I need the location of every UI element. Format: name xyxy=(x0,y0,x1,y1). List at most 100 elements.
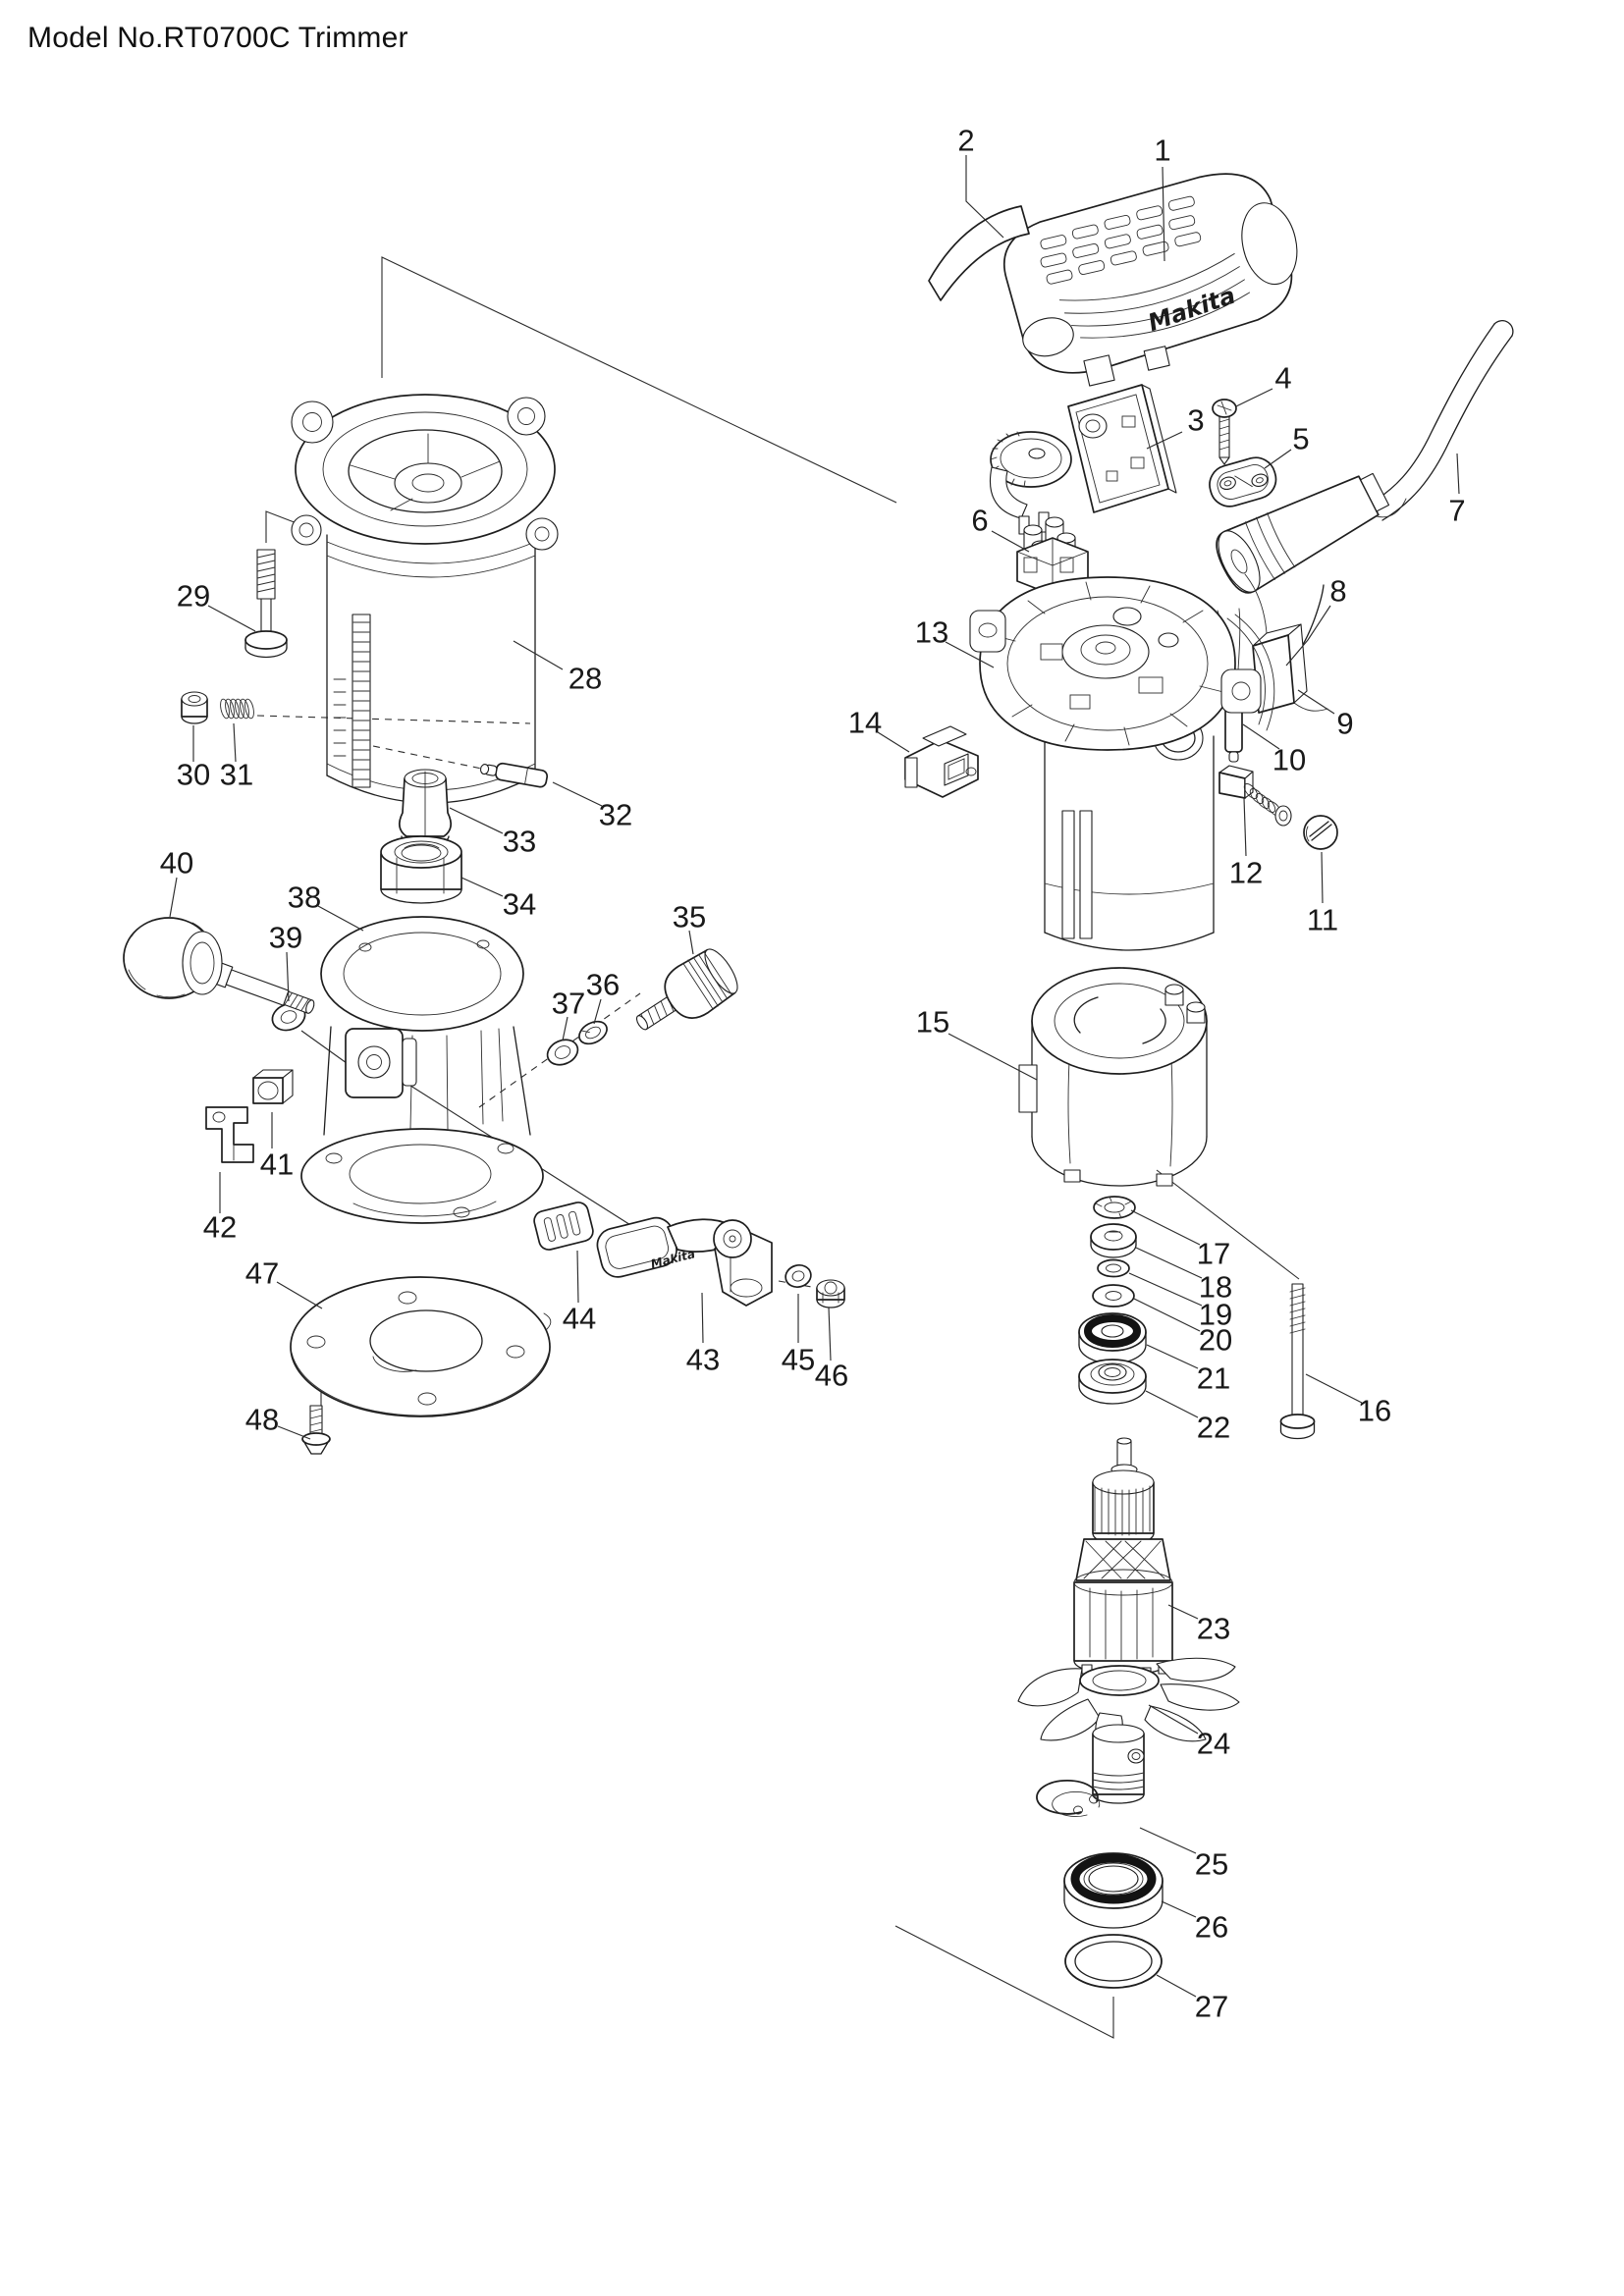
part-number-label-25: 25 xyxy=(1195,1847,1228,1882)
part-number-label-43: 43 xyxy=(686,1343,720,1377)
part-44-grip-button xyxy=(533,1201,594,1251)
part-number-label-16: 16 xyxy=(1358,1394,1391,1428)
leader-line-12 xyxy=(1243,797,1247,857)
leader-line-23 xyxy=(1167,1604,1199,1620)
part-number-label-21: 21 xyxy=(1197,1362,1230,1396)
part-19-washer xyxy=(1097,1258,1130,1278)
part-number-label-42: 42 xyxy=(203,1210,237,1245)
part-5-cord-clamp xyxy=(1209,456,1277,507)
part-7-power-cord xyxy=(1216,320,1514,594)
part-number-label-31: 31 xyxy=(220,758,253,792)
part-45-washer xyxy=(785,1264,812,1288)
part-number-label-9: 9 xyxy=(1336,707,1353,741)
leader-line-32 xyxy=(552,781,603,807)
leader-line-29 xyxy=(207,605,256,632)
leader-line-25 xyxy=(1139,1827,1197,1854)
part-number-label-24: 24 xyxy=(1197,1727,1230,1761)
part-number-label-23: 23 xyxy=(1197,1612,1230,1646)
part-27-o-ring xyxy=(1064,1934,1163,1989)
assembly-line-7 xyxy=(300,1030,348,1064)
part-43-clamp-lever: Makita xyxy=(596,1216,773,1307)
leader-line-47 xyxy=(276,1281,323,1309)
part-number-label-4: 4 xyxy=(1274,361,1291,396)
part-16-screw-long xyxy=(1279,1283,1316,1440)
part-17-lock-washer xyxy=(1093,1196,1136,1219)
leader-line-46 xyxy=(828,1307,832,1362)
part-number-label-17: 17 xyxy=(1197,1237,1230,1271)
part-number-label-11: 11 xyxy=(1307,903,1338,937)
part-31-compression-spring xyxy=(220,698,254,720)
part-number-label-38: 38 xyxy=(288,881,321,915)
leader-line-11 xyxy=(1321,851,1324,904)
leader-line-8 xyxy=(1285,605,1331,667)
assembly-line-9 xyxy=(372,745,497,773)
part-13-motor-housing xyxy=(969,576,1275,951)
part-21-ball-bearing xyxy=(1078,1312,1147,1364)
part-number-label-26: 26 xyxy=(1195,1910,1228,1945)
leader-line-6 xyxy=(991,530,1030,553)
part-number-label-35: 35 xyxy=(673,900,706,934)
leader-line-19 xyxy=(1128,1272,1203,1307)
armature-spindle xyxy=(1092,1724,1145,1804)
part-36-spring-washer xyxy=(578,1020,608,1045)
part-number-label-41: 41 xyxy=(260,1148,294,1182)
part-number-label-2: 2 xyxy=(957,124,974,158)
part-20-flat-washer xyxy=(1092,1284,1135,1308)
part-11-brush-cap xyxy=(1303,815,1338,850)
leader-line-48 xyxy=(277,1425,311,1440)
part-number-label-32: 32 xyxy=(599,798,632,832)
leader-line-35 xyxy=(688,930,694,955)
leader-line-38 xyxy=(317,905,364,932)
leader-line-22 xyxy=(1145,1390,1199,1418)
leader-line-33 xyxy=(449,807,504,834)
part-number-label-22: 22 xyxy=(1197,1411,1230,1445)
part-42-hook-bracket xyxy=(205,1106,254,1163)
part-number-label-8: 8 xyxy=(1329,574,1346,609)
part-32-pin xyxy=(479,762,549,788)
part-33-collet-cone xyxy=(398,769,453,846)
part-34-collet-nut xyxy=(380,835,462,904)
leader-line-36 xyxy=(593,998,602,1025)
part-number-label-12: 12 xyxy=(1229,856,1263,890)
part-number-label-18: 18 xyxy=(1199,1270,1232,1305)
speed-dial xyxy=(990,431,1072,535)
leader-line-39 xyxy=(286,951,290,1002)
part-12-carbon-brush xyxy=(1218,765,1292,827)
leader-line-17 xyxy=(1130,1209,1201,1246)
part-number-label-19: 19 xyxy=(1199,1298,1232,1332)
leader-line-7 xyxy=(1456,453,1460,495)
assembly-line-8 xyxy=(256,715,531,724)
part-number-label-46: 46 xyxy=(815,1359,848,1393)
leader-line-27 xyxy=(1156,1974,1197,1998)
part-number-label-7: 7 xyxy=(1448,494,1465,528)
part-number-label-33: 33 xyxy=(503,825,536,859)
leader-line-21 xyxy=(1146,1344,1199,1369)
leader-line-43 xyxy=(701,1292,704,1344)
part-number-label-27: 27 xyxy=(1195,1990,1228,2024)
part-number-label-13: 13 xyxy=(915,615,948,650)
leader-line-10 xyxy=(1242,723,1280,750)
part-46-hex-nut xyxy=(816,1279,845,1308)
part-35-thumb-screw xyxy=(635,948,738,1031)
part-28-motor-base-housing xyxy=(291,394,559,804)
assembly-line-1 xyxy=(381,256,897,504)
part-18-spacer xyxy=(1090,1223,1137,1258)
part-48-screw xyxy=(301,1405,331,1455)
leader-line-13 xyxy=(945,641,995,668)
part-47-base-plate xyxy=(290,1276,552,1417)
part-number-label-20: 20 xyxy=(1199,1323,1232,1358)
leader-line-3 xyxy=(1146,431,1183,450)
leader-line-31 xyxy=(233,722,237,763)
leader-line-37 xyxy=(562,1016,568,1041)
part-number-label-34: 34 xyxy=(503,887,536,922)
leader-line-9 xyxy=(1297,689,1335,715)
part-29-screw xyxy=(244,549,288,659)
assembly-line-3 xyxy=(1156,1169,1300,1280)
leader-line-26 xyxy=(1161,1900,1197,1918)
part-40-adjusting-knob xyxy=(123,917,315,1014)
leader-line-24 xyxy=(1148,1704,1199,1735)
leader-line-34 xyxy=(460,877,504,897)
